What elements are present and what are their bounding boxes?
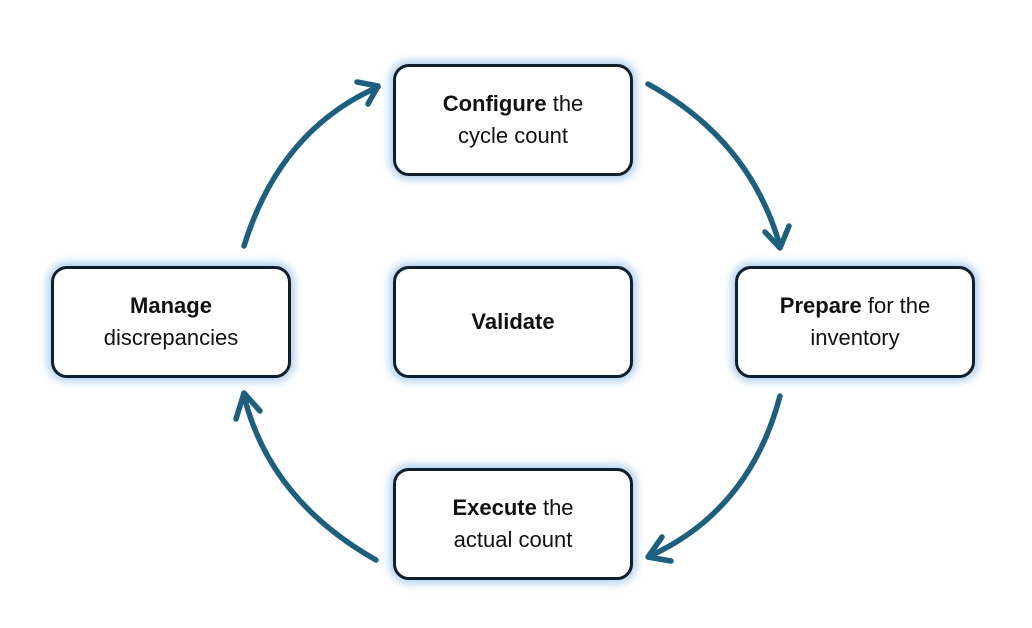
step-prepare-box: Prepare for the inventory	[735, 266, 975, 378]
step-manage-box: Manage discrepancies	[51, 266, 291, 378]
center-validate-label: Validate	[471, 309, 555, 334]
arrowhead-configure	[354, 79, 381, 107]
step-configure-title-rest: the	[546, 91, 584, 116]
arrowhead-prepare	[762, 223, 792, 251]
step-prepare-subtitle: inventory	[810, 325, 900, 350]
step-execute-title-rest: the	[536, 495, 574, 520]
step-configure-subtitle: cycle count	[457, 123, 569, 148]
step-prepare-title-rest: for the	[861, 293, 931, 318]
arrow-configure-to-prepare	[645, 81, 783, 249]
arrow-prepare-to-execute	[647, 393, 783, 559]
step-execute-title: Execute	[452, 495, 537, 520]
arrow-execute-to-manage	[241, 393, 379, 563]
step-execute-box: Execute the actual count	[393, 468, 633, 580]
step-prepare-title: Prepare	[779, 293, 862, 318]
arrowhead-manage	[233, 390, 263, 422]
step-configure-box: Configure the cycle count	[393, 64, 633, 176]
step-execute-subtitle: actual count	[453, 527, 573, 552]
step-configure-title: Configure	[442, 91, 547, 116]
arrow-manage-to-configure	[241, 84, 381, 249]
arrowhead-execute	[645, 534, 674, 564]
step-manage-subtitle: discrepancies	[103, 325, 239, 350]
center-validate-box: Validate	[393, 266, 633, 378]
step-manage-title: Manage	[130, 293, 212, 318]
